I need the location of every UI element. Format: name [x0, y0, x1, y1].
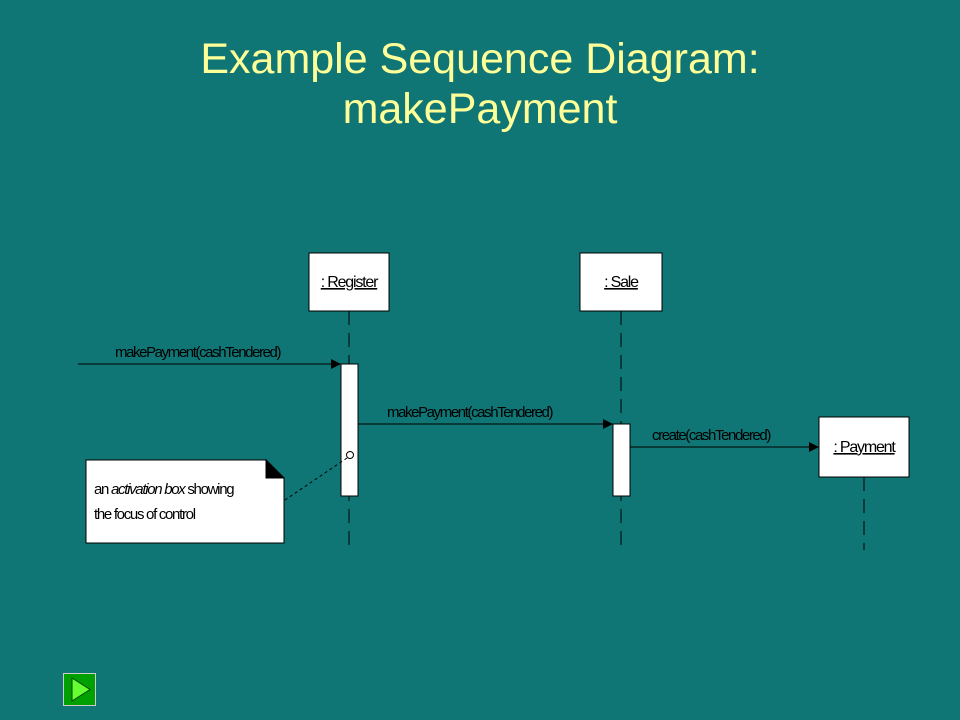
object-payment-label: : Payment: [833, 439, 896, 456]
message-3: create(cashTendered): [630, 427, 819, 452]
message-2: makePayment(cashTendered): [358, 404, 613, 429]
activation-box-sale: [612, 423, 631, 497]
message-3-label: create(cashTendered): [652, 427, 771, 444]
message-1: makePayment(cashTendered): [78, 344, 341, 369]
next-slide-button[interactable]: [63, 673, 96, 706]
note-fold-corner: [265, 458, 286, 479]
object-payment: : Payment: [818, 416, 910, 478]
slide-title-line-1: Example Sequence Diagram:: [200, 35, 760, 83]
note-connector: [284, 457, 348, 501]
note-line-2: the focus of control: [94, 506, 196, 523]
object-sale: : Sale: [579, 252, 663, 312]
message-1-label: makePayment(cashTendered): [115, 344, 282, 361]
note-box: an activation box showing the focus of c…: [85, 458, 286, 544]
object-register: : Register: [308, 252, 390, 312]
message-2-label: makePayment(cashTendered): [387, 404, 554, 421]
note-line-1: an activation box showing: [94, 481, 234, 498]
play-triangle-icon: [71, 677, 91, 702]
activation-box-register: [340, 363, 359, 497]
slide-title-line-2: makePayment: [342, 85, 618, 133]
object-sale-label: : Sale: [604, 274, 639, 291]
object-register-label: : Register: [321, 274, 379, 291]
note-anchor-dot: [346, 451, 354, 459]
slide-title: Example Sequence Diagram: makePayment: [0, 34, 960, 134]
